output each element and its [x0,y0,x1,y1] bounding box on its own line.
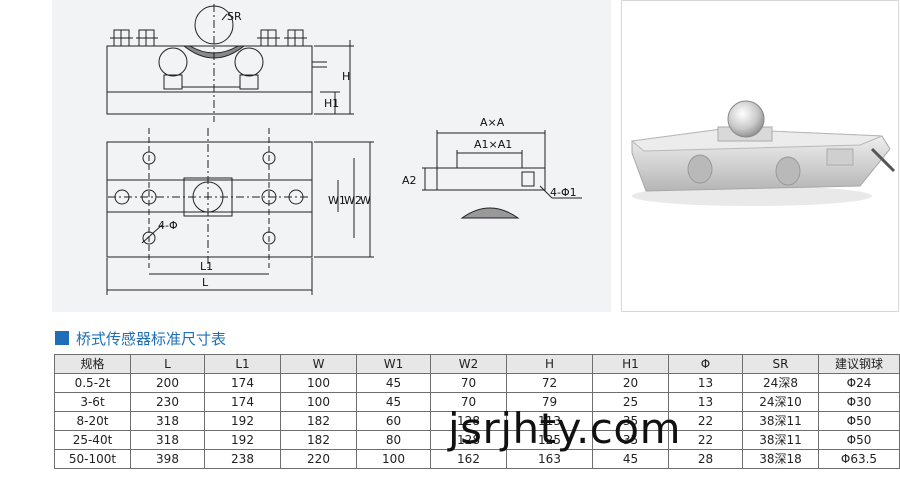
column-header: W1 [356,354,431,374]
table-cell: Φ30 [818,392,900,412]
label-a1xa1: A1×A1 [474,138,512,151]
table-cell: 0.5-2t [54,373,131,393]
table-cell: 35 [592,430,669,450]
column-header: 规格 [54,354,131,374]
column-header: W2 [430,354,507,374]
table-cell: 20 [592,373,669,393]
column-header: W [280,354,357,374]
table-cell: 25-40t [54,430,131,450]
table-cell: 100 [356,449,431,469]
table-cell: 22 [668,430,743,450]
table-cell: 100 [280,392,357,412]
label-l: L [202,276,209,289]
table-cell: 38深11 [742,411,819,431]
front-view-body [106,45,313,115]
label-h1: H1 [324,97,339,110]
table-cell: 35 [592,411,669,431]
table-cell: 192 [204,411,281,431]
table-cell: 80 [356,430,431,450]
table-cell: 24深10 [742,392,819,412]
table-cell: 38深18 [742,449,819,469]
table-cell: 192 [204,430,281,450]
table-cell: 24深8 [742,373,819,393]
load-cell-photo [630,100,896,206]
table-cell: 45 [356,392,431,412]
label-axa: A×A [480,116,505,129]
table-cell: 8-20t [54,411,131,431]
table-cell: 318 [130,411,205,431]
column-header: H1 [592,354,669,374]
table-cell: 182 [280,430,357,450]
table-cell: 13 [668,392,743,412]
table-cell: 28 [668,449,743,469]
table-cell: 113 [506,411,593,431]
table-cell: 45 [592,449,669,469]
table-cell: 238 [204,449,281,469]
table-cell: 200 [130,373,205,393]
saddle-side-view [436,167,546,191]
section-title: 桥式传感器标准尺寸表 [55,328,226,348]
column-header: Φ [668,354,743,374]
table-cell: 398 [130,449,205,469]
table-cell: 100 [280,373,357,393]
label-w1: W1 [328,194,346,207]
table-cell: 3-6t [54,392,131,412]
label-four-phi1: 4-Φ1 [550,186,577,199]
technical-drawing: SR H H1 W1 W2 W L1 L 4-Φ A×A A1×A1 A2 4-… [106,4,582,295]
table-cell: 25 [592,392,669,412]
column-header: L [130,354,205,374]
column-header: SR [742,354,819,374]
table-cell: 162 [430,449,507,469]
label-w2: W2 [344,194,362,207]
table-cell: 70 [430,373,507,393]
label-w: W [360,194,371,207]
table-cell: 182 [280,411,357,431]
table-cell: 125 [506,430,593,450]
table-cell: 174 [204,373,281,393]
table-cell: 70 [430,392,507,412]
table-cell: 318 [130,430,205,450]
table-cell: 79 [506,392,593,412]
table-cell: 50-100t [54,449,131,469]
table-cell: 13 [668,373,743,393]
table-cell: 72 [506,373,593,393]
table-cell: Φ50 [818,411,900,431]
label-a2: A2 [402,174,417,187]
column-header: 建议钢球 [818,354,900,374]
table-cell: 163 [506,449,593,469]
title-marker-icon [55,331,69,345]
table-cell: 22 [668,411,743,431]
column-header: L1 [204,354,281,374]
top-view-body [106,141,313,258]
table-cell: 60 [356,411,431,431]
table-cell: 128 [430,411,507,431]
label-four-phi: 4-Φ [158,219,178,232]
table-cell: 128 [430,430,507,450]
table-cell: 38深11 [742,430,819,450]
table-cell: Φ63.5 [818,449,900,469]
product-photo-panel [621,0,899,312]
table-cell: 230 [130,392,205,412]
label-l1: L1 [200,260,213,273]
table-cell: Φ50 [818,430,900,450]
label-h: H [342,70,350,83]
column-header: H [506,354,593,374]
section-title-text: 桥式传感器标准尺寸表 [76,329,227,348]
table-cell: Φ24 [818,373,900,393]
label-sr: SR [227,10,242,23]
table-cell: 174 [204,392,281,412]
technical-drawing-panel: SR H H1 W1 W2 W L1 L 4-Φ A×A A1×A1 A2 4-… [52,0,611,312]
table-cell: 220 [280,449,357,469]
table-cell: 45 [356,373,431,393]
